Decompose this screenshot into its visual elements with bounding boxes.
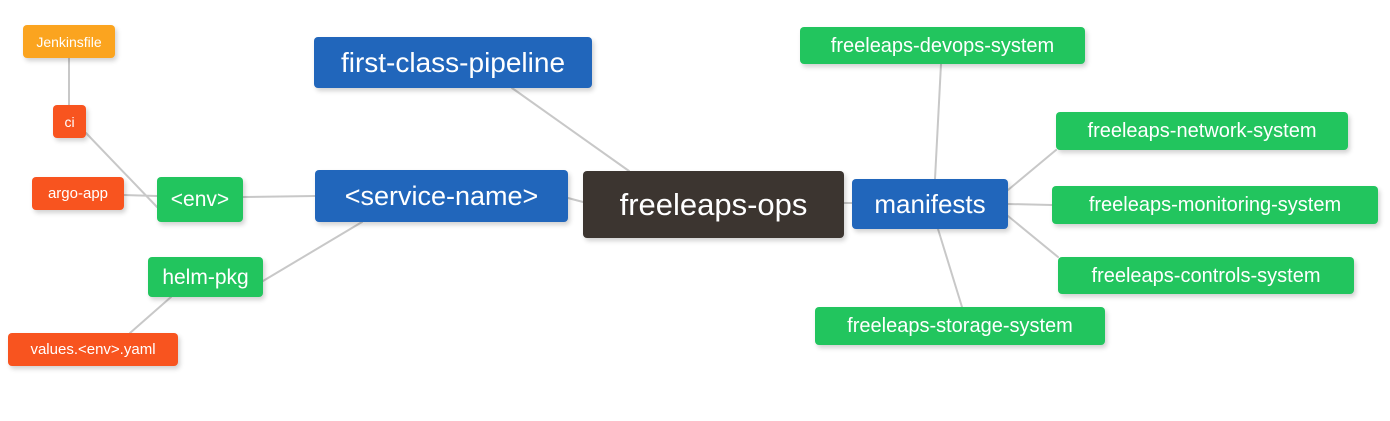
mindmap-node-argo-app[interactable]: argo-app	[32, 177, 124, 210]
node-label: values.<env>.yaml	[30, 341, 156, 358]
node-label: helm-pkg	[162, 265, 249, 289]
mindmap-node-freeleaps-storage-system[interactable]: freeleaps-storage-system	[815, 307, 1105, 345]
mindmap-node-freeleaps-controls-system[interactable]: freeleaps-controls-system	[1058, 257, 1354, 294]
mindmap-edge	[129, 296, 172, 334]
mindmap-node-first-class-pipeline[interactable]: first-class-pipeline	[314, 37, 592, 88]
node-label: manifests	[874, 189, 986, 219]
mindmap-edge	[511, 87, 630, 172]
node-label: freeleaps-monitoring-system	[1088, 194, 1342, 216]
mindmap-node-manifests[interactable]: manifests	[852, 179, 1008, 229]
mindmap-node-freeleaps-devops-system[interactable]: freeleaps-devops-system	[800, 27, 1085, 64]
node-label: freeleaps-network-system	[1087, 120, 1317, 142]
mindmap-node-helm-pkg[interactable]: helm-pkg	[148, 257, 263, 297]
mindmap-node-freeleaps-network-system[interactable]: freeleaps-network-system	[1056, 112, 1348, 150]
node-label: freeleaps-devops-system	[830, 34, 1055, 57]
mindmap-node-freeleaps-ops[interactable]: freeleaps-ops	[583, 171, 844, 238]
mindmap-node-service-name[interactable]: <service-name>	[315, 170, 568, 222]
node-label: ci	[64, 113, 75, 130]
mindmap-node-freeleaps-monitoring-system[interactable]: freeleaps-monitoring-system	[1052, 186, 1378, 224]
mindmap-node-values-yaml[interactable]: values.<env>.yaml	[8, 333, 178, 366]
mindmap-node-env[interactable]: <env>	[157, 177, 243, 222]
mindmap-edge	[262, 221, 363, 282]
node-label: Jenkinsfile	[36, 33, 102, 50]
mindmap-edge	[937, 228, 963, 308]
mindmap-edge	[934, 63, 942, 180]
mindmap-edge	[567, 197, 584, 203]
mindmap-edge	[1007, 203, 1053, 206]
mindmap-edge	[123, 194, 158, 197]
mindmap-node-jenkinsfile[interactable]: Jenkinsfile	[23, 25, 115, 58]
node-label: freeleaps-controls-system	[1091, 264, 1321, 287]
node-label: freeleaps-storage-system	[847, 315, 1073, 337]
node-label: first-class-pipeline	[340, 46, 566, 78]
mindmap-edge	[1007, 215, 1059, 258]
node-label: <env>	[170, 188, 230, 211]
mindmap-edge	[242, 195, 316, 198]
node-label: <service-name>	[344, 180, 539, 211]
mindmap-edge	[1007, 149, 1057, 191]
node-label: freeleaps-ops	[619, 187, 808, 222]
node-label: argo-app	[47, 185, 109, 202]
mindmap-node-ci[interactable]: ci	[53, 105, 86, 138]
